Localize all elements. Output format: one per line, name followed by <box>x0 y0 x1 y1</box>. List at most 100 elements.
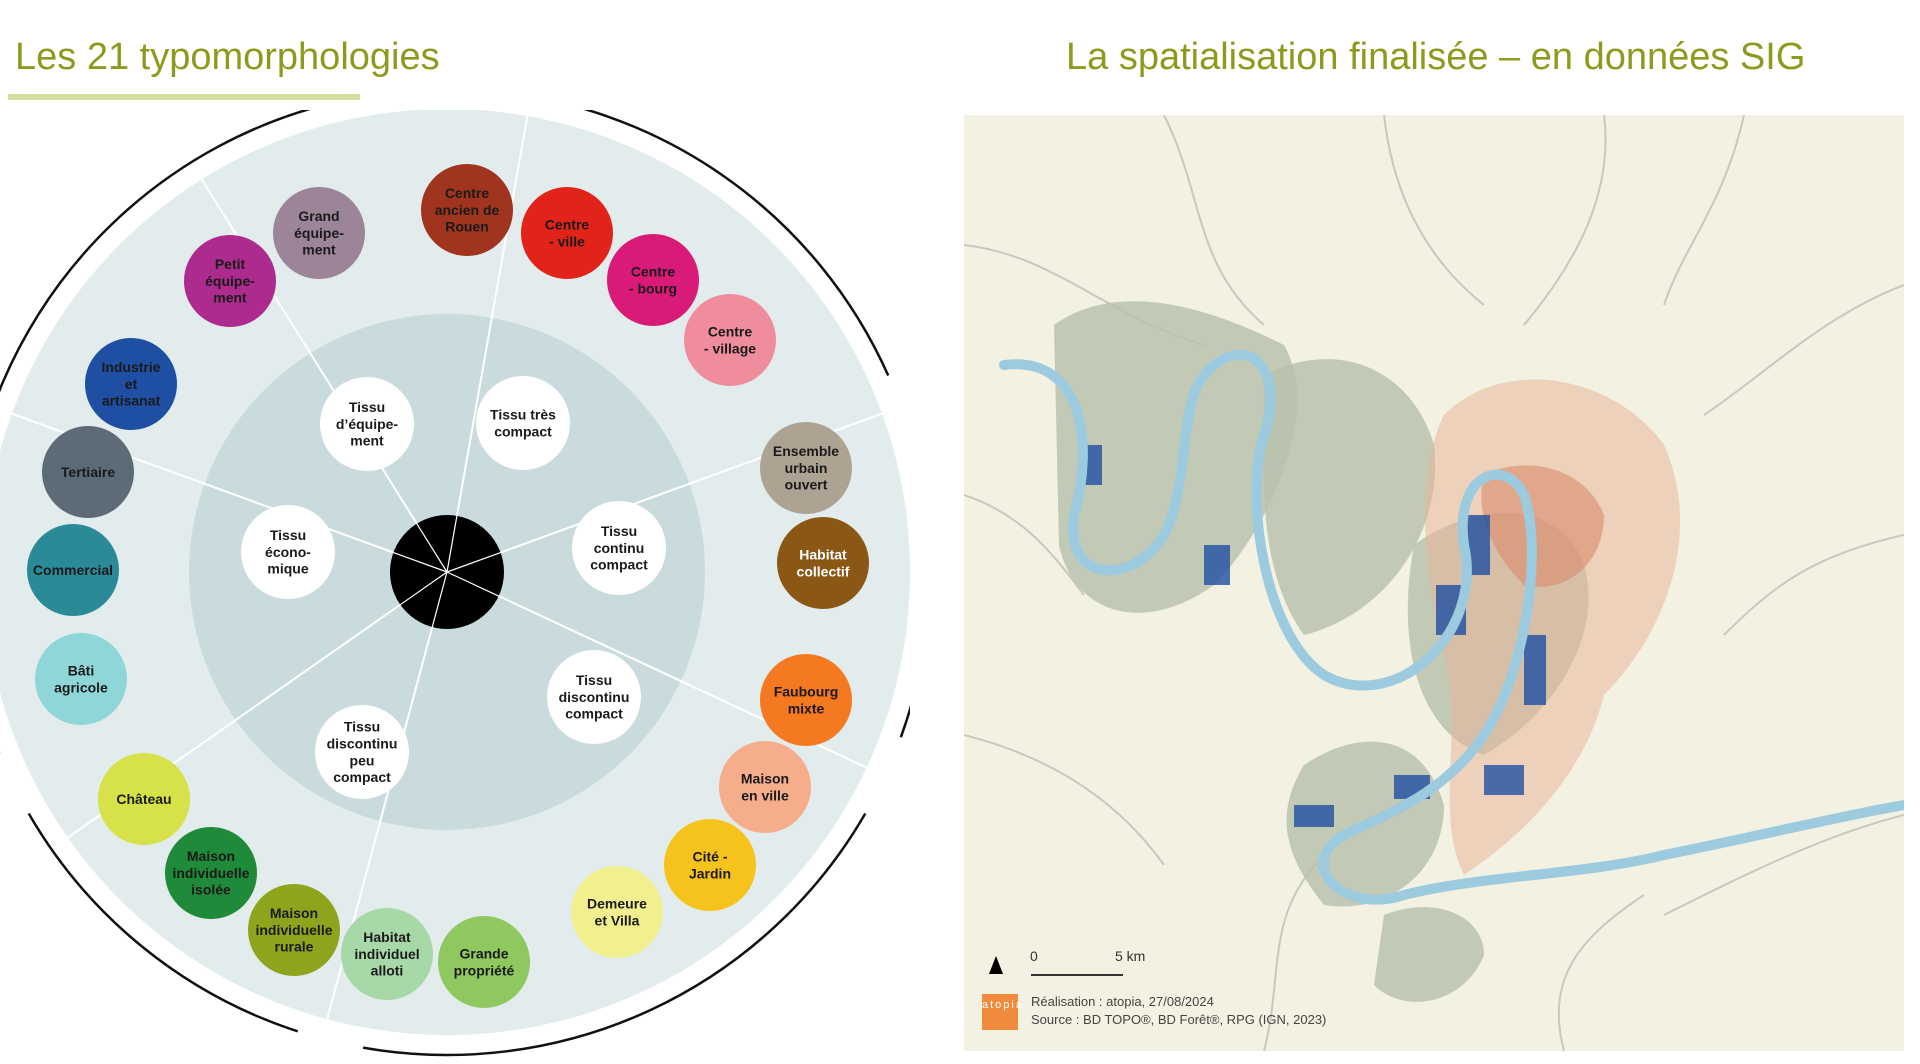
typo-grande-propriete <box>438 916 530 1008</box>
forest-area <box>1263 359 1436 635</box>
relief-line <box>964 494 1085 596</box>
relief-line <box>1703 284 1904 416</box>
typo-habitat-collectif <box>777 517 869 609</box>
relief-line <box>1723 534 1904 636</box>
wheel-arc <box>362 812 867 1057</box>
typo-petit-equipement <box>184 235 276 327</box>
typo-grand-equipement <box>273 187 365 279</box>
urban-core <box>1481 465 1604 587</box>
relief-line <box>1663 115 1745 306</box>
typo-label: Cité -Jardin <box>689 849 731 882</box>
hub-divider <box>416 523 448 573</box>
wheel-arc <box>27 812 299 1033</box>
wheel-arc <box>583 110 890 377</box>
typo-industrie-artisanat <box>85 338 177 430</box>
industrial-block <box>1484 765 1524 795</box>
typo-demeure-et-villa <box>571 866 663 958</box>
industrial-block <box>1084 445 1102 485</box>
hub-divider <box>446 515 458 573</box>
relief-line <box>1163 115 1265 326</box>
hub-divider <box>399 571 448 606</box>
hub-divider <box>431 571 448 628</box>
tissu-economique <box>241 505 335 599</box>
wheel-arc <box>0 110 311 393</box>
typo-maison-individuelle-rurale <box>248 884 340 976</box>
scale-zero-label: 0 <box>1030 948 1038 964</box>
typo-centre-village <box>684 294 776 386</box>
relief-line <box>1557 894 1645 1051</box>
right-title: La spatialisation finalisée – en données… <box>1066 36 1806 78</box>
typo-maison-individuelle-isolee <box>165 827 257 919</box>
hub-divider <box>393 551 448 573</box>
wheel-outer-arcs <box>0 110 910 1057</box>
scale-bar <box>1031 974 1123 976</box>
map-credit: Réalisation : atopia, 27/08/2024 <box>1031 994 1214 1009</box>
tissu-discontinu-compact <box>547 650 641 744</box>
typo-chateau <box>98 753 190 845</box>
tissu-equipement <box>320 377 414 471</box>
typo-centre-ancien-rouen <box>421 164 513 256</box>
typo-label: Commercial <box>33 562 113 578</box>
tissu-discontinu-peu-compact <box>315 705 409 799</box>
relief-line <box>1523 115 1607 326</box>
typo-centre-bourg <box>607 234 699 326</box>
typo-label: Tertiaire <box>61 464 115 480</box>
typo-faubourg-mixte <box>760 654 852 746</box>
industrial-block <box>1524 635 1546 705</box>
map-layer <box>964 115 1904 1051</box>
relief-line <box>1663 814 1904 916</box>
hub-divider <box>446 571 499 597</box>
typo-label: Centre- ville <box>545 217 590 250</box>
forest-area <box>1054 301 1298 613</box>
typo-commercial <box>27 524 119 616</box>
tissu-tres-compact <box>476 376 570 470</box>
north-arrow-icon <box>989 956 1003 974</box>
title-underline <box>8 94 360 100</box>
typo-ensemble-urbain-ouvert <box>760 422 852 514</box>
typo-label: Centre- bourg <box>629 264 677 297</box>
typo-tertiaire <box>42 426 134 518</box>
relief-line <box>1383 115 1485 306</box>
typo-bati-agricole <box>35 633 127 725</box>
wheel-divider <box>446 110 530 573</box>
typo-habitat-individuel-alloti <box>341 908 433 1000</box>
typo-cite-jardin <box>664 819 756 911</box>
industrial-block <box>1204 545 1230 585</box>
gis-map <box>964 115 1904 1051</box>
industrial-block <box>1294 805 1334 827</box>
seine-river <box>999 349 1904 905</box>
scale-label: 5 km <box>1115 948 1146 964</box>
left-title: Les 21 typomorphologies <box>15 36 440 78</box>
typo-maison-en-ville <box>719 741 811 833</box>
typo-label: Château <box>116 791 171 807</box>
map-source: Source : BD TOPO®, BD Forêt®, RPG (IGN, … <box>1031 1012 1327 1027</box>
typo-label: Centre- village <box>704 324 756 357</box>
relief-line <box>964 734 1165 866</box>
logo-text: atopia <box>982 999 1024 1011</box>
forest-area <box>1374 907 1484 1002</box>
hub-divider <box>446 551 501 573</box>
